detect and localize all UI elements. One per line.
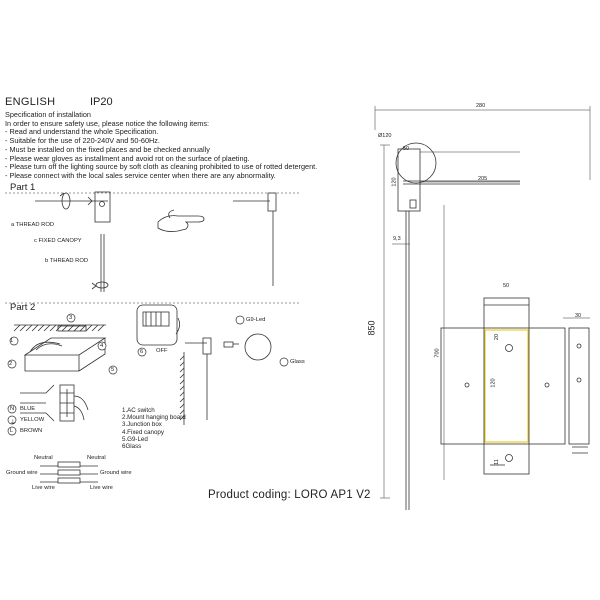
spec-item: - Please wear gloves as installment and … <box>5 153 250 163</box>
spec-item: - Please connect with the local sales se… <box>5 170 276 180</box>
mounting-plate-front <box>440 297 566 475</box>
hand-illustration <box>157 209 205 232</box>
mounting-plate-side <box>563 317 590 454</box>
dim-height-total: 850 <box>366 320 377 336</box>
dim-arm-length: 205 <box>478 176 488 182</box>
neutral-label-left: Neutral <box>34 455 53 461</box>
thread-rod-b <box>91 234 109 292</box>
wire-color-brown: BROWN <box>20 428 43 434</box>
part1-title: Part 1 <box>10 182 36 193</box>
wire-letter-l: L <box>10 428 14 434</box>
dim-rod-height: 700 <box>434 348 441 358</box>
ground-label-right: Ground wire <box>100 470 132 476</box>
dim-depth-small: 120 <box>391 177 398 187</box>
callout-number: 4 <box>100 343 104 349</box>
label-fixed-canopy: c FIXED CANOPY <box>34 238 82 244</box>
legend-item: 4.Fixed canopy <box>122 428 164 436</box>
dim-rod-diameter: 9,3 <box>393 236 401 242</box>
wire-color-blue: BLUE <box>20 406 36 412</box>
fixture-side-view <box>185 337 212 420</box>
spec-title: Specification of installation <box>5 110 91 119</box>
ground-label-left: Ground wire <box>6 470 38 476</box>
legend-item: 1.AC switch <box>122 407 155 414</box>
live-label-right: Live wire <box>90 485 113 491</box>
switch-off-label: OFF <box>156 348 168 354</box>
fixture-front-view <box>395 142 520 510</box>
legend-item: 3.Junction box <box>122 421 162 429</box>
neutral-label-right: Neutral <box>87 455 106 461</box>
ceiling-hatch <box>13 324 106 332</box>
mount-board-detail <box>136 304 180 346</box>
dim-arm-offset: 50 <box>403 146 410 152</box>
dim-plate-height: 120 <box>490 378 497 388</box>
callout-number: 5 <box>111 367 115 373</box>
glass-label: Glass <box>290 359 305 365</box>
label-thread-rod-b: b THREAD ROD <box>45 258 89 264</box>
language-heading: ENGLISH <box>5 96 56 108</box>
spec-item: - Suitable for the use of 220-240V and 5… <box>5 136 160 146</box>
legend-item: 5.G9-Led <box>122 435 148 443</box>
dim-plate-depth: 30 <box>575 313 582 319</box>
callout-number: 6 <box>140 349 144 355</box>
spec-intro: In order to ensure safety use, please no… <box>5 118 210 128</box>
part1-assembled <box>233 192 277 286</box>
label-thread-rod-a: a THREAD ROD <box>11 222 55 228</box>
wire-letter-ground: ⏚ <box>10 420 16 426</box>
dim-plate-width: 50 <box>503 283 510 289</box>
wiring-diagram <box>40 461 98 484</box>
specification-block: Specification of installation In order t… <box>5 110 335 181</box>
wire-letter-n: N <box>10 406 15 412</box>
legend-item: 6Glass <box>122 443 142 451</box>
dimension-lines <box>374 106 591 499</box>
g9-led-bulb <box>223 341 239 348</box>
dim-diameter: Ø120 <box>378 133 392 139</box>
spec-item: - Please turn off the lighting source by… <box>5 162 318 172</box>
live-label-left: Live wire <box>32 485 55 491</box>
dim-hole-offset: 20 <box>494 333 501 341</box>
wire-color-yellow: YELLOW <box>20 417 45 423</box>
glass-shade <box>244 333 272 361</box>
part2-title: Part 2 <box>10 302 36 313</box>
plate-highlight <box>484 329 529 443</box>
legend-item: 2.Mount hanging board <box>122 414 186 422</box>
dim-hole-bottom: 11 <box>493 459 500 465</box>
wall-hatch <box>179 352 185 425</box>
fixed-canopy <box>94 191 111 223</box>
thread-rod-a <box>35 192 108 210</box>
g9-led-label: G9-Led <box>246 317 266 323</box>
callout-number: 1 <box>10 338 14 344</box>
callout-markers <box>7 313 289 436</box>
dim-width-total: 280 <box>476 103 486 109</box>
callout-number: 3 <box>69 315 73 321</box>
parts-legend: 1.AC switch 2.Mount hanging board 3.Junc… <box>122 407 186 450</box>
ip-rating: IP20 <box>90 96 113 108</box>
callout-number: 2 <box>9 361 13 367</box>
junction-box <box>23 337 107 372</box>
wire-terminal <box>20 384 89 422</box>
product-coding: Product coding: LORO AP1 V2 <box>208 489 371 501</box>
spec-item: - Read and understand the whole Specific… <box>5 127 159 137</box>
spec-item: - Must be installed on the fixed places … <box>5 144 210 154</box>
